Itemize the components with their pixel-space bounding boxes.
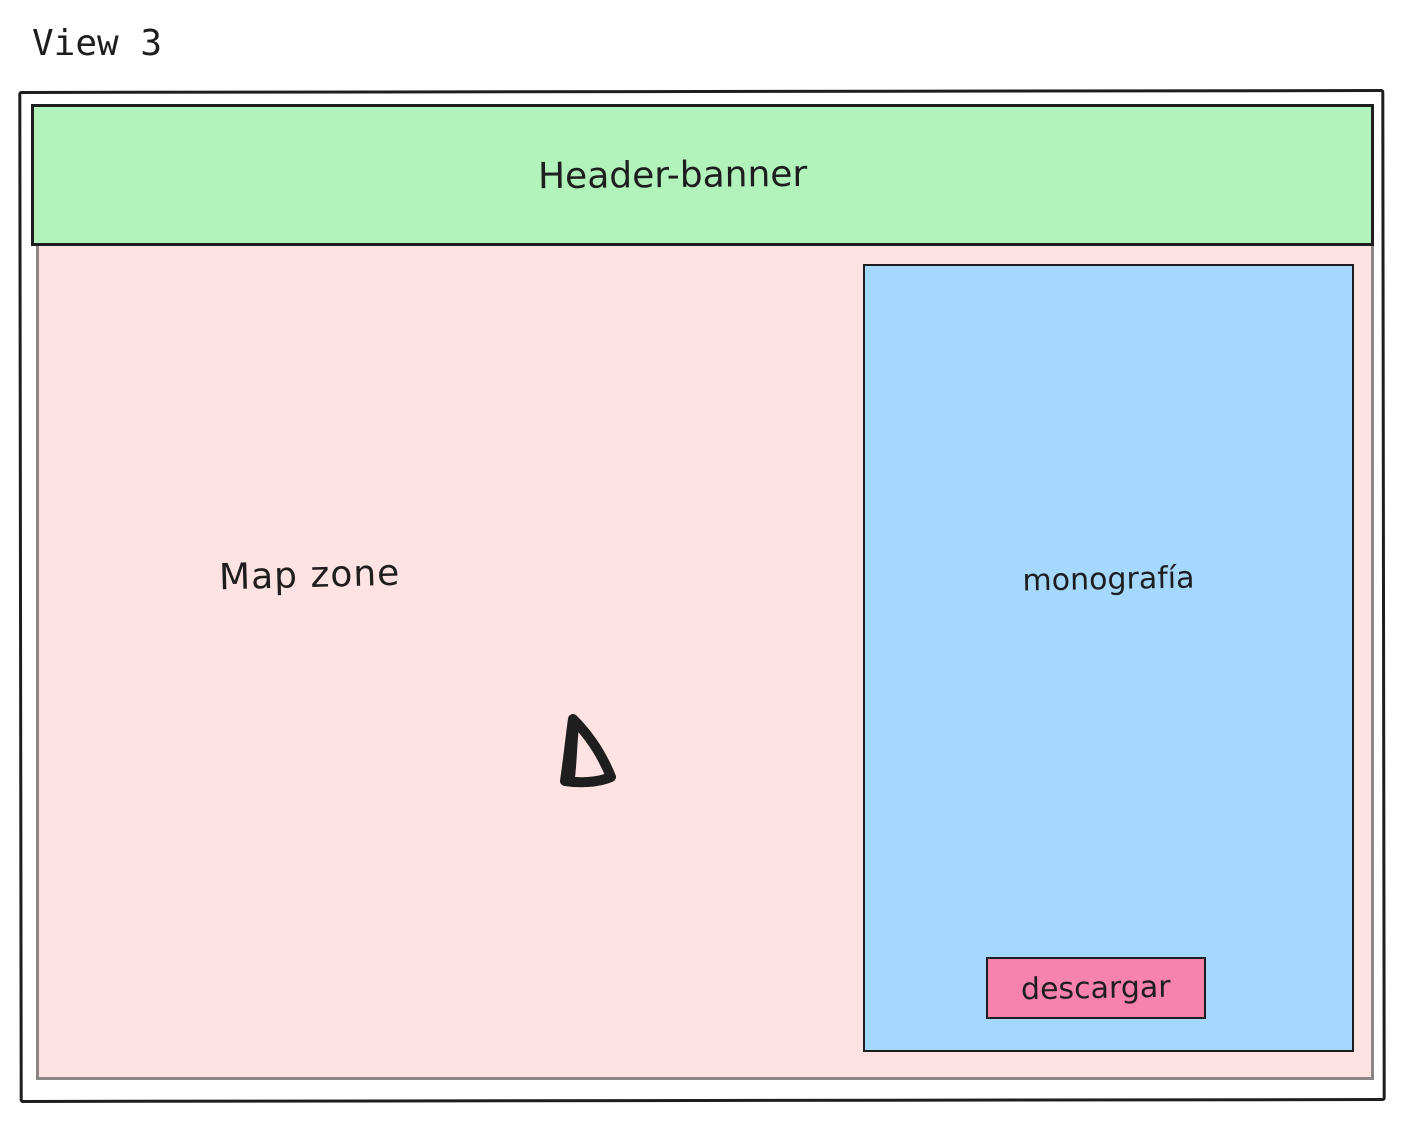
monografia-label: monografía [1022,560,1195,599]
download-button[interactable]: descargar [986,957,1206,1019]
view-title: View 3 [32,23,163,64]
header-banner-label: Header-banner [537,153,808,197]
header-banner: Header-banner [31,104,1374,246]
download-button-label: descargar [1020,969,1172,1007]
navigation-arrow-icon[interactable] [551,713,623,793]
map-zone-label: Map zone [218,552,401,599]
monografia-panel: monografía descargar [863,264,1354,1052]
